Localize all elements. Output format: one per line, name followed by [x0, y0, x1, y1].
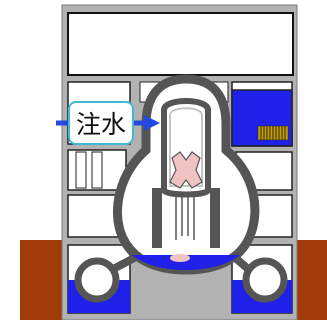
- reactor-core: [169, 151, 203, 189]
- pedestal-left: [152, 188, 162, 248]
- operating-floor-room: [67, 12, 294, 76]
- pedestal-right: [210, 188, 220, 248]
- ground-left: [20, 240, 64, 320]
- ground-right: [297, 240, 327, 320]
- water-injection-callout: 注水: [68, 101, 134, 145]
- core-debris: [170, 254, 190, 262]
- room-left-small-a: [75, 151, 87, 189]
- control-rod-drives: [175, 192, 195, 240]
- containment-water: [132, 255, 240, 270]
- fuel-rack-lines: [260, 126, 286, 140]
- torus-right: [242, 257, 288, 303]
- torus-left: [74, 257, 120, 303]
- callout-label: 注水: [75, 110, 126, 139]
- room-left-small-b: [91, 151, 103, 189]
- arrow-right-icon: [144, 115, 160, 131]
